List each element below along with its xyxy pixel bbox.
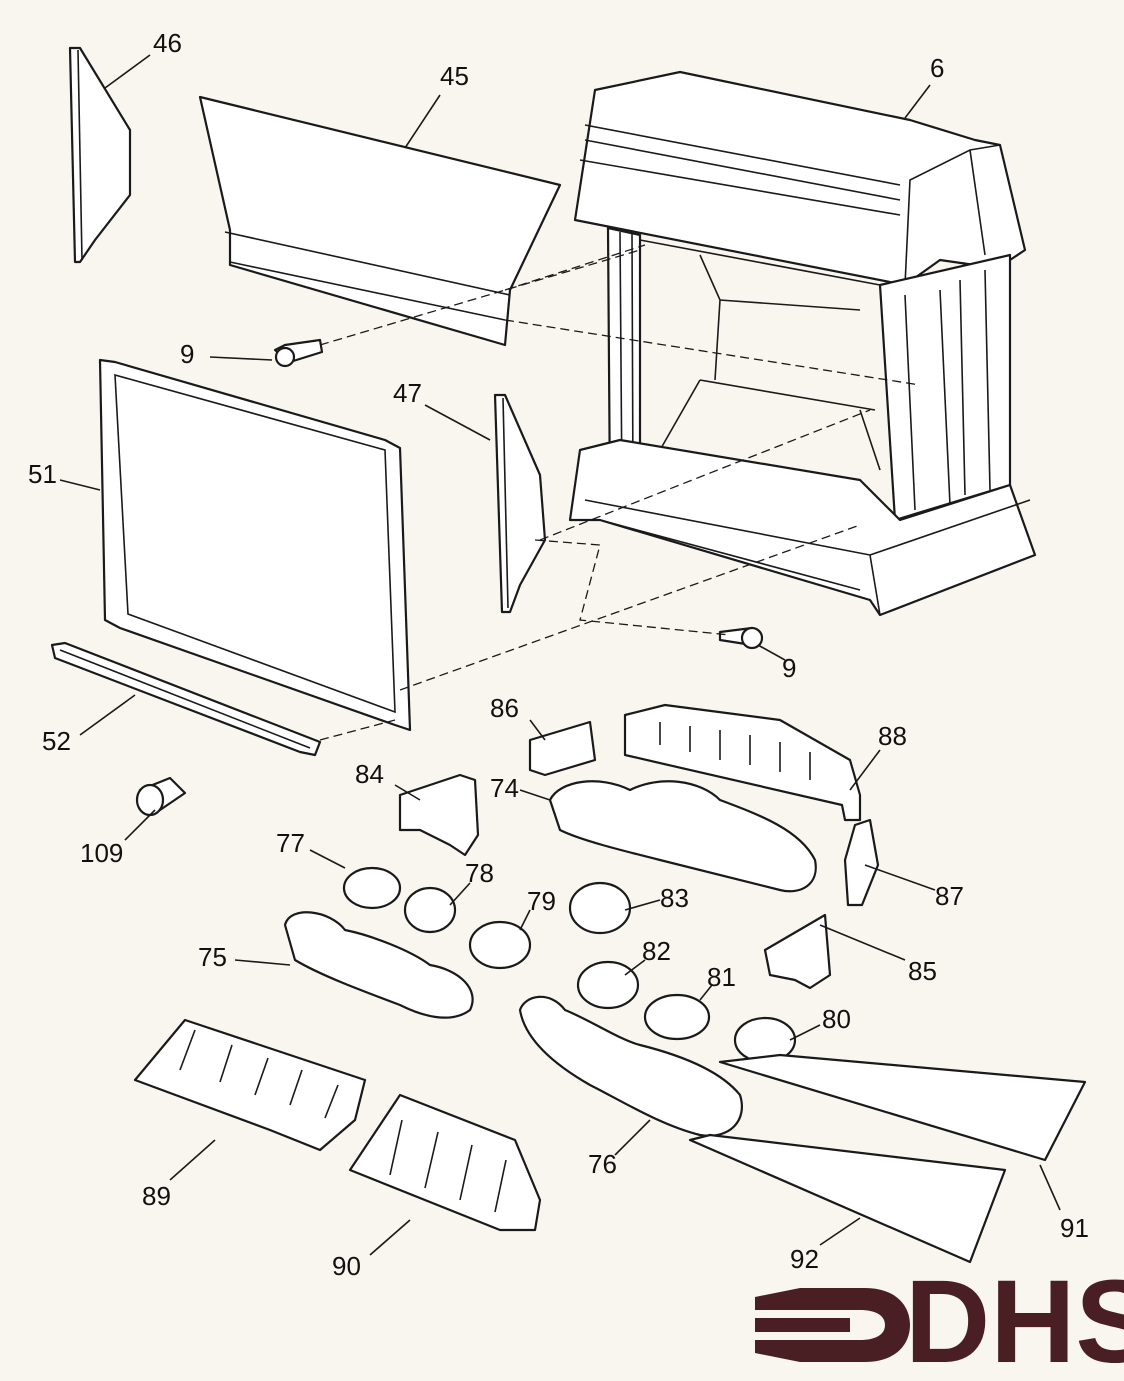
leader-lines xyxy=(59,54,1061,1256)
panel-part-91 xyxy=(718,1053,1087,1162)
label-88: 88 xyxy=(878,721,907,751)
label-109: 109 xyxy=(80,838,123,868)
label-79: 79 xyxy=(527,886,556,916)
dhs-logo: DHS xyxy=(755,1256,1124,1381)
label-78: 78 xyxy=(465,858,494,888)
coal-part-77 xyxy=(342,866,402,910)
label-92: 92 xyxy=(790,1244,819,1274)
label-81: 81 xyxy=(707,962,736,992)
panel-part-92 xyxy=(688,1133,1007,1264)
coal-part-79 xyxy=(468,920,532,970)
bracket-part-84 xyxy=(398,773,480,857)
grate-part-90 xyxy=(348,1093,542,1232)
label-82: 82 xyxy=(642,936,671,966)
bracket-part-86 xyxy=(528,720,597,777)
bracket-part-85 xyxy=(763,913,832,990)
label-87: 87 xyxy=(935,881,964,911)
assembly-lines xyxy=(319,244,921,741)
grate-part-89 xyxy=(133,1018,367,1152)
label-80: 80 xyxy=(822,1004,851,1034)
label-45: 45 xyxy=(440,61,469,91)
log-part-76 xyxy=(518,995,743,1137)
coal-part-81 xyxy=(643,993,711,1041)
logo-arrow-mark xyxy=(755,1288,910,1362)
label-75: 75 xyxy=(198,942,227,972)
label-47: 47 xyxy=(393,378,422,408)
label-85: 85 xyxy=(908,956,937,986)
log-part-75 xyxy=(283,911,474,1019)
label-51: 51 xyxy=(28,459,57,489)
glass-panel-part-51 xyxy=(98,358,412,732)
label-86: 86 xyxy=(490,693,519,723)
label-9-lower: 9 xyxy=(782,653,796,683)
label-9-upper: 9 xyxy=(180,339,194,369)
label-89: 89 xyxy=(142,1181,171,1211)
coal-part-82 xyxy=(576,960,640,1010)
label-76: 76 xyxy=(588,1149,617,1179)
logo-text: DHS xyxy=(905,1256,1124,1381)
fire-casing-part-6 xyxy=(568,70,1037,617)
label-52: 52 xyxy=(42,726,71,756)
side-plate-part-46 xyxy=(68,46,132,264)
log-part-74 xyxy=(548,780,817,893)
label-6: 6 xyxy=(930,53,944,83)
side-plate-part-47 xyxy=(493,393,547,614)
knob-part-109 xyxy=(135,776,187,817)
fret-part-88 xyxy=(623,703,862,822)
label-77: 77 xyxy=(276,828,305,858)
label-74: 74 xyxy=(490,773,519,803)
trim-strip-part-52 xyxy=(50,641,322,757)
canopy-part-45 xyxy=(198,95,562,347)
screw-part-9-lower xyxy=(718,626,764,650)
label-83: 83 xyxy=(660,883,689,913)
bracket-part-87 xyxy=(843,818,880,907)
coal-part-83 xyxy=(568,881,632,935)
label-84: 84 xyxy=(355,759,384,789)
coal-part-78 xyxy=(403,886,457,934)
screw-part-9-upper xyxy=(273,338,324,368)
label-90: 90 xyxy=(332,1251,361,1281)
label-46: 46 xyxy=(153,28,182,58)
part-labels: 46 45 6 9 47 51 9 86 88 52 84 74 77 109 … xyxy=(28,28,1089,1281)
label-91: 91 xyxy=(1060,1213,1089,1243)
